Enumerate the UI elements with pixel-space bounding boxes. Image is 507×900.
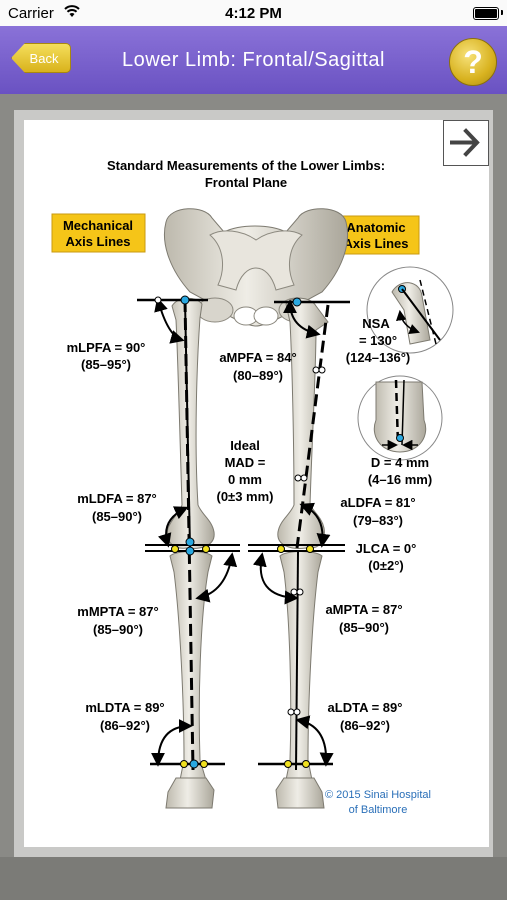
mechanical-label-2: Axis Lines — [65, 234, 130, 249]
left-foot — [275, 777, 325, 809]
pelvis — [164, 208, 348, 327]
mad-value: 0 mm — [228, 472, 262, 487]
ampta-value: aMPTA = 87° — [325, 602, 402, 617]
right-trochanter — [154, 296, 162, 304]
battery-tip — [501, 10, 503, 15]
right-knee-point-a — [171, 545, 179, 553]
mmpta-arc — [195, 552, 238, 603]
ampta-range: (85–90°) — [339, 620, 389, 635]
mldfa-value: mLDFA = 87° — [77, 491, 157, 506]
d-value: D = 4 mm — [371, 455, 429, 470]
ampfa-value: aMPFA = 84° — [219, 350, 296, 365]
copyright-line-2: of Baltimore — [349, 804, 408, 816]
mmpta-value: mMPTA = 87° — [77, 604, 158, 619]
distal-femur-inset — [357, 375, 443, 461]
aldfa-arc — [299, 502, 331, 548]
right-knee-point-b — [202, 545, 210, 553]
diagram-subtitle: Frontal Plane — [205, 175, 287, 190]
lower-limb-diagram: Standard Measurements of the Lower Limbs… — [51, 158, 454, 816]
right-foot — [165, 777, 215, 809]
aldta-value: aLDTA = 89° — [328, 700, 403, 715]
right-knee-center-2 — [185, 546, 195, 556]
left-tibia-point-d — [293, 708, 301, 716]
mad-range: (0±3 mm) — [217, 489, 274, 504]
bottom-margin — [0, 857, 507, 900]
mlpfa-arc — [154, 297, 185, 344]
page-title: Lower Limb: Frontal/Sagittal — [121, 49, 385, 71]
jlca-value: JLCA = 0° — [356, 541, 417, 556]
diagram-title: Standard Measurements of the Lower Limbs… — [107, 158, 385, 173]
nsa-range: (124–136°) — [346, 350, 410, 365]
right-knee-center — [185, 537, 195, 547]
aldfa-value: aLDFA = 81° — [340, 495, 415, 510]
navigation-bar: Back Lower Limb: Frontal/Sagittal ? — [0, 26, 507, 94]
mldta-range: (86–92°) — [100, 718, 150, 733]
left-hip-center — [292, 297, 302, 307]
ampfa-arc — [283, 299, 321, 339]
nsa-value: = 130° — [359, 333, 397, 348]
mmpta-range: (85–90°) — [93, 622, 143, 637]
left-shaft-point-a — [312, 366, 320, 374]
nsa-inset — [366, 266, 454, 354]
right-ankle-point-a — [180, 760, 188, 768]
left-tibia-point-b — [296, 588, 304, 596]
mad-label-1: Ideal — [230, 438, 260, 453]
anatomic-label-2: Axis Lines — [343, 236, 408, 251]
status-bar: Carrier 4:12 PM — [0, 0, 507, 26]
arrow-right-icon — [450, 128, 480, 157]
right-ankle-point-b — [200, 760, 208, 768]
left-tibia — [279, 551, 323, 781]
left-ankle-point-b — [302, 760, 310, 768]
carrier-label: Carrier — [8, 5, 54, 22]
mad-label-2: MAD = — [225, 455, 266, 470]
help-button[interactable]: ? — [449, 38, 497, 86]
nsa-label: NSA — [362, 316, 390, 331]
copyright-line-1: © 2015 Sinai Hospital — [325, 789, 431, 801]
aldta-arc — [295, 715, 334, 767]
mldta-value: mLDTA = 89° — [85, 700, 164, 715]
back-button[interactable]: Back — [11, 43, 71, 73]
ampta-arc — [252, 552, 299, 605]
next-page-button[interactable] — [443, 120, 489, 166]
aldta-range: (86–92°) — [340, 718, 390, 733]
left-shaft-point-b — [318, 366, 326, 374]
left-knee-point-a — [277, 545, 285, 553]
aldfa-range: (79–83°) — [353, 513, 403, 528]
mldfa-range: (85–90°) — [92, 509, 142, 524]
left-shaft-point-d — [300, 474, 308, 482]
left-tibia-point-c — [287, 708, 295, 716]
right-ankle-center — [189, 759, 199, 769]
d-range: (4–16 mm) — [368, 472, 432, 487]
mechanical-label-1: Mechanical — [63, 218, 133, 233]
mlpfa-value: mLPFA = 90° — [67, 340, 146, 355]
clock: 4:12 PM — [225, 5, 282, 22]
mldfa-arc — [157, 506, 189, 548]
mlpfa-range: (85–95°) — [81, 357, 131, 372]
right-hip-center — [180, 295, 190, 305]
left-tibia-point-a — [290, 588, 298, 596]
right-mechanical-femur-line — [184, 299, 191, 549]
jlca-range: (0±2°) — [368, 558, 403, 573]
left-shaft-point-c — [294, 474, 302, 482]
left-ankle-point-a — [284, 760, 292, 768]
ampfa-range: (80–89°) — [233, 368, 283, 383]
battery-icon — [473, 7, 499, 20]
wifi-icon — [64, 5, 80, 17]
anatomic-label-1: Anatomic — [346, 220, 405, 235]
mechanical-label-box — [51, 213, 146, 253]
mldta-arc — [151, 719, 193, 767]
left-knee-point-b — [306, 545, 314, 553]
